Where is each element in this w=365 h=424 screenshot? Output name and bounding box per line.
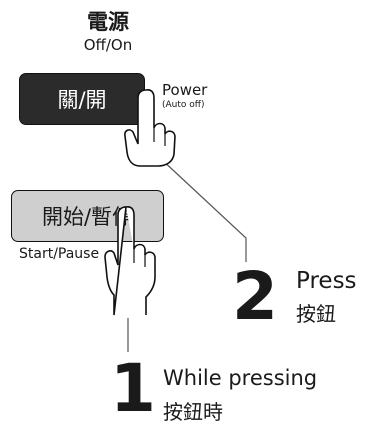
power-button-label: 關/開 — [57, 88, 107, 112]
header-title: 電源 — [87, 10, 129, 34]
step1-text-zh: 按鈕時 — [163, 400, 223, 424]
power-caption-sub: (Auto off) — [162, 100, 205, 110]
power-caption: Power — [162, 81, 208, 99]
pointing-hand-icon — [124, 89, 176, 167]
header-subtitle: Off/On — [83, 36, 133, 54]
step1-text-en: While pressing — [163, 366, 318, 390]
start-pause-caption: Start/Pause — [19, 246, 100, 262]
power-button[interactable]: 關/開 — [19, 73, 145, 125]
step2-number: 2 — [232, 258, 278, 335]
step2-text-en: Press — [296, 268, 357, 294]
step1-number: 1 — [110, 350, 156, 424]
step2-text-zh: 按鈕 — [296, 302, 336, 326]
step2-leader-line — [159, 157, 247, 262]
pressing-hand-icon — [104, 206, 156, 316]
